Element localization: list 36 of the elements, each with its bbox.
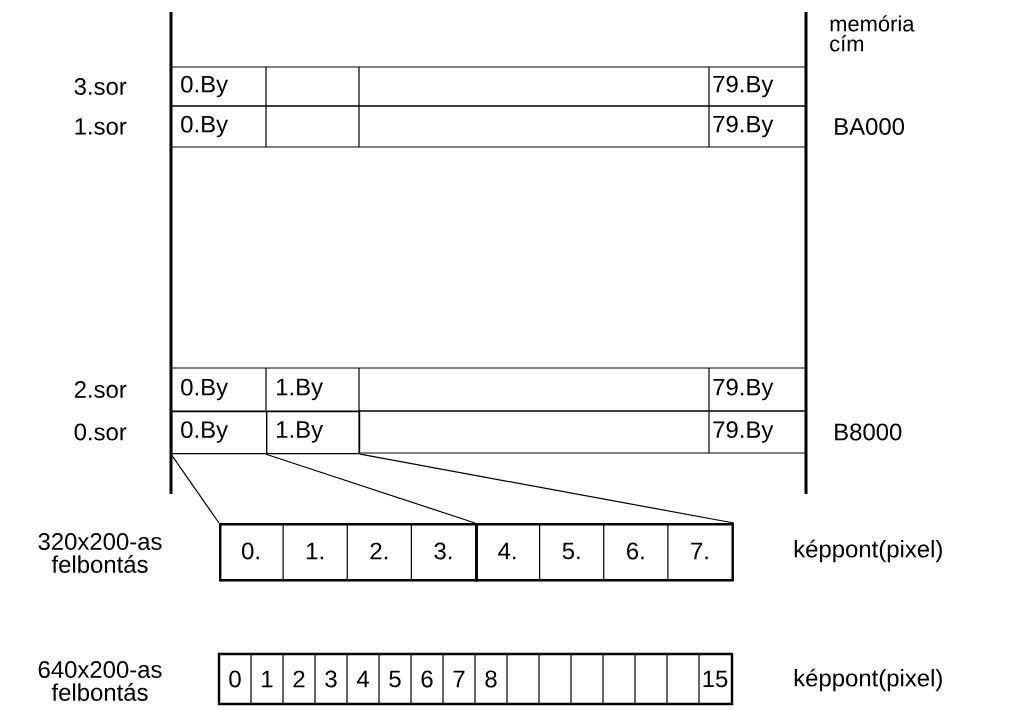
byte-label: 0.By	[181, 378, 228, 401]
byte-label: 79.By	[713, 421, 774, 443]
pixel-label: képpont(pixel)	[794, 668, 942, 692]
pixel-number: 5	[389, 670, 401, 688]
address-heading: memória cím	[830, 15, 915, 52]
byte-label: 1.By	[277, 378, 323, 401]
row-label: 2.sor	[74, 381, 127, 398]
byte-label: 0.By	[181, 75, 228, 98]
resolution-label: 640x200-as felbontás	[38, 661, 162, 701]
pixel-number: 7	[453, 670, 465, 688]
byte-label: 79.By	[713, 378, 774, 401]
resolution-label: 320x200-as felbontás	[38, 533, 162, 573]
pixel-number: 0	[229, 670, 241, 688]
pixel-number: 4	[356, 670, 369, 688]
pixel-group: 0. 1. 2. 3.	[219, 522, 478, 582]
pixel-number: 8	[485, 670, 497, 688]
leader-line	[265, 453, 476, 524]
address-label: BA000	[835, 118, 905, 135]
byte-label: 0.By	[181, 115, 228, 138]
byte-label: 79.By	[713, 75, 774, 98]
byte-label: 79.By	[713, 115, 774, 138]
leader-line	[359, 453, 735, 524]
pixel-number: 3	[325, 670, 337, 688]
byte-cell: 0.By	[171, 411, 268, 455]
row-label: 0.sor	[74, 423, 127, 441]
pixel-group: 4. 5. 6. 7.	[475, 522, 734, 582]
leader-line	[170, 453, 220, 524]
pixel-number: 1	[262, 670, 273, 688]
pixel-number: 15	[703, 670, 728, 688]
byte-cell: 1.By	[266, 411, 361, 455]
pixel-label: képpont(pixel)	[794, 539, 942, 563]
row-label: 1.sor	[75, 118, 127, 135]
address-label: B8000	[835, 423, 902, 441]
pixel-number: 6	[421, 670, 433, 688]
row-label: 3.sor	[74, 78, 127, 95]
pixel-number: 2	[293, 670, 305, 688]
